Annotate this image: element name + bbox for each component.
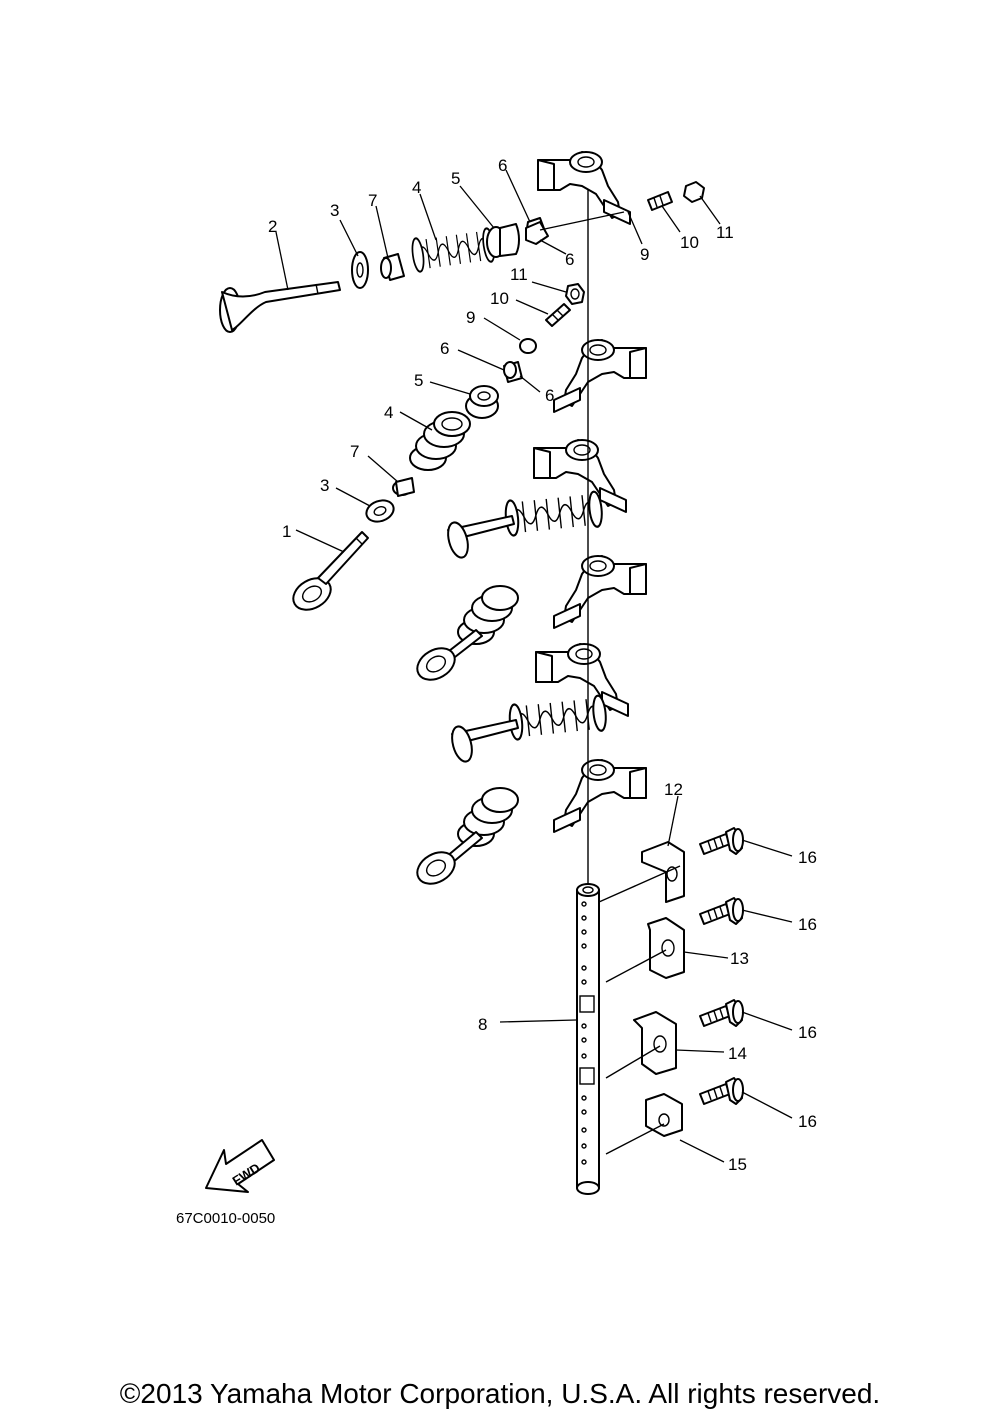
valve-seat-washer-part-2 <box>365 499 395 523</box>
copyright-notice: ©2013 Yamaha Motor Corporation, U.S.A. A… <box>119 1378 881 1409</box>
callout-12: 12 <box>664 780 683 799</box>
spring-retainer-part <box>486 223 520 258</box>
intake-valve-part <box>292 531 369 611</box>
fwd-arrow-icon: FWD <box>205 1139 275 1193</box>
callout-7-upper: 7 <box>368 191 377 210</box>
spring-assembly-3 <box>447 489 605 559</box>
valve-stem-seal-part <box>380 253 405 281</box>
callout-10-mid: 10 <box>490 289 509 308</box>
callout-10-top: 10 <box>680 233 699 252</box>
rocker-adjuster-screw-top <box>647 191 673 211</box>
callout-16-d: 16 <box>798 1112 817 1131</box>
rocker-adjuster-screw-part <box>545 303 571 327</box>
callout-6-top: 6 <box>498 156 507 175</box>
callout-9-mid: 9 <box>466 308 475 327</box>
callout-13: 13 <box>730 949 749 968</box>
valve-seat-washer-part <box>351 251 369 289</box>
shaft-bracket-14-part <box>633 1011 677 1075</box>
callout-4-upper: 4 <box>412 178 421 197</box>
exhaust-valve-part <box>219 281 341 333</box>
callout-11-top: 11 <box>716 223 734 242</box>
callout-6-top-right: 6 <box>565 250 574 269</box>
callout-16-c: 16 <box>798 1023 817 1042</box>
callout-6-mid: 6 <box>440 339 449 358</box>
callout-6-mid-right: 6 <box>545 386 554 405</box>
shaft-bracket-12-part <box>641 841 685 903</box>
rocker-arm-2 <box>553 339 647 413</box>
spring-retainer-part-2 <box>465 385 499 419</box>
callout-3-lower: 3 <box>320 476 329 495</box>
callout-8: 8 <box>478 1015 487 1034</box>
callout-7-lower: 7 <box>350 442 359 461</box>
spring-assembly-5 <box>451 693 609 763</box>
spring-assembly-6 <box>416 787 519 885</box>
callout-4-lower: 4 <box>384 403 393 422</box>
shaft-bracket-15-part <box>645 1093 683 1137</box>
rocker-pad-part <box>519 338 537 354</box>
rocker-adjuster-nut-top <box>683 181 705 203</box>
callout-2: 2 <box>268 217 277 236</box>
valve-cotter-pin-part-2 <box>503 361 523 383</box>
rocker-arm-6 <box>553 759 647 833</box>
leader-lines <box>275 169 793 1163</box>
drawing-code: 67C0010-0050 <box>176 1210 275 1227</box>
rocker-arm-4 <box>553 555 647 629</box>
rocker-shaft-part <box>576 883 600 1195</box>
callout-3-upper: 3 <box>330 201 339 220</box>
bracket-bolt-1 <box>699 827 744 855</box>
rocker-arm-3 <box>533 439 627 513</box>
spring-assembly-4 <box>416 585 519 681</box>
valve-stem-seal-part-2 <box>392 477 415 497</box>
shaft-bracket-13-part <box>647 917 685 979</box>
rocker-adjuster-nut-part <box>565 283 585 305</box>
rocker-pad-top <box>525 221 549 245</box>
callout-5-lower: 5 <box>414 371 423 390</box>
callout-11-mid: 11 <box>510 265 528 284</box>
callout-15: 15 <box>728 1155 747 1174</box>
valve-spring-part-2 <box>409 411 471 471</box>
bracket-bolt-2 <box>699 897 744 925</box>
bracket-bolt-3 <box>699 999 744 1027</box>
callout-16-b: 16 <box>798 915 817 934</box>
valve-spring-part <box>409 226 498 274</box>
callout-9-top: 9 <box>640 245 649 264</box>
callout-14: 14 <box>728 1044 747 1063</box>
bracket-bolt-4 <box>699 1077 744 1105</box>
callout-1: 1 <box>282 522 291 541</box>
callout-5-upper: 5 <box>451 169 460 188</box>
callout-16-a: 16 <box>798 848 817 867</box>
